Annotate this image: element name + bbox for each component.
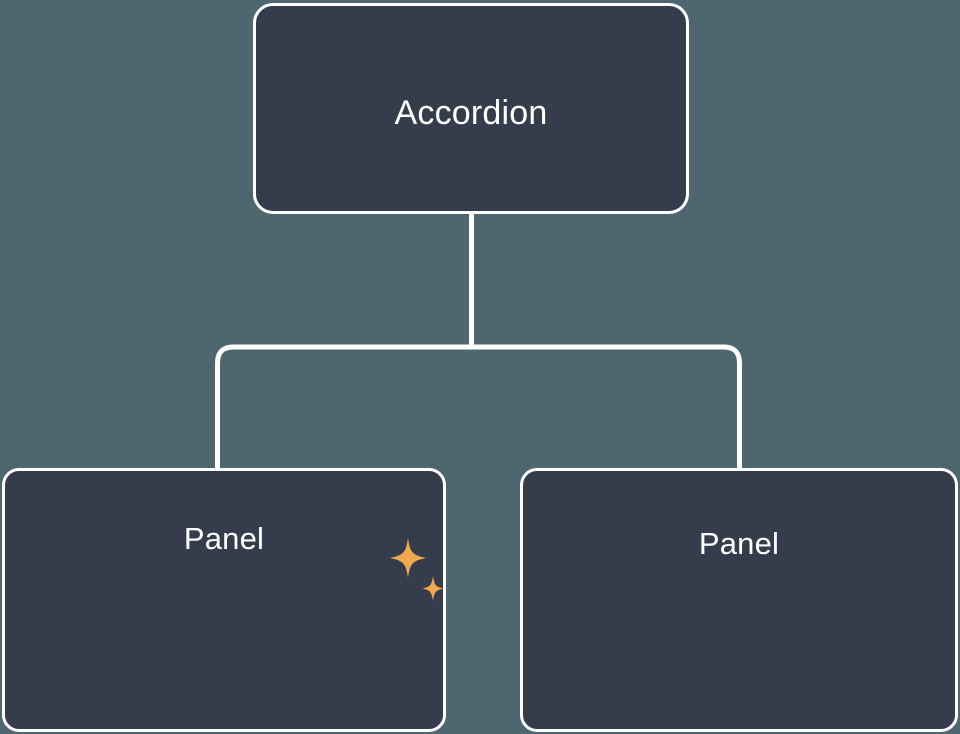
tree-node-panel-inactive[interactable]: Panel — [520, 468, 958, 732]
connector-branch-bar — [215, 344, 742, 468]
node-title: Accordion — [394, 94, 548, 132]
node-title: Panel — [698, 526, 780, 561]
tree-node-panel-active[interactable]: Panel — [2, 468, 446, 732]
tree-node-accordion[interactable]: Accordion — [253, 3, 689, 214]
node-title: Panel — [183, 521, 265, 556]
